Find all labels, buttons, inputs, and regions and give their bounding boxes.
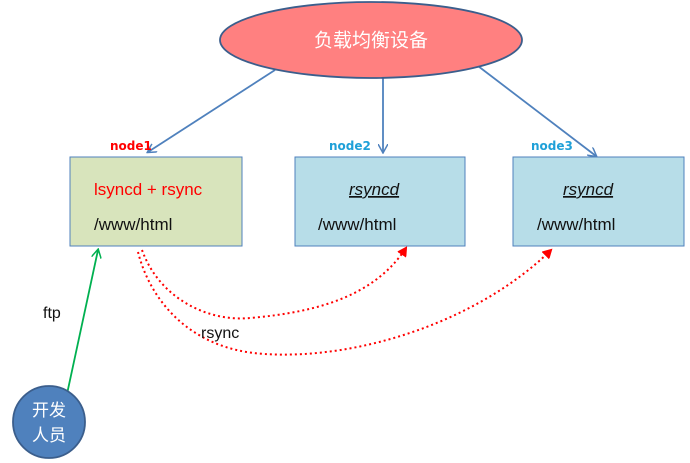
ftp-arrow	[66, 250, 98, 395]
node3-tag: node3	[531, 139, 573, 153]
lb-to-node1-arrow	[148, 69, 276, 152]
node1-box: lsyncd + rsync /www/html	[69, 156, 243, 247]
node1-tag: node1	[110, 139, 152, 153]
rsync-label: rsync	[201, 325, 239, 342]
node1-service: lsyncd + rsync	[94, 180, 203, 199]
rsync-to-node3-arrow	[137, 250, 551, 356]
node3-path: /www/html	[537, 215, 615, 234]
load-balancer-label: 负载均衡设备	[314, 30, 428, 52]
load-balancer: 负载均衡设备	[219, 1, 523, 79]
ftp-label: ftp	[43, 305, 61, 322]
node2-box: rsyncd /www/html	[294, 156, 466, 247]
node2-path: /www/html	[318, 215, 396, 234]
node2-service: rsyncd	[349, 180, 400, 199]
node1-path: /www/html	[94, 215, 172, 234]
node2-tag: node2	[329, 139, 371, 153]
developer-node: 开发 人员	[12, 385, 86, 459]
rsync-to-node2-arrow	[141, 248, 406, 320]
node3-service: rsyncd	[563, 180, 614, 199]
lb-to-node3-arrow	[477, 65, 596, 156]
developer-label-line2: 人员	[32, 426, 66, 446]
developer-label-line1: 开发	[32, 401, 66, 421]
node3-box: rsyncd /www/html	[512, 156, 685, 247]
